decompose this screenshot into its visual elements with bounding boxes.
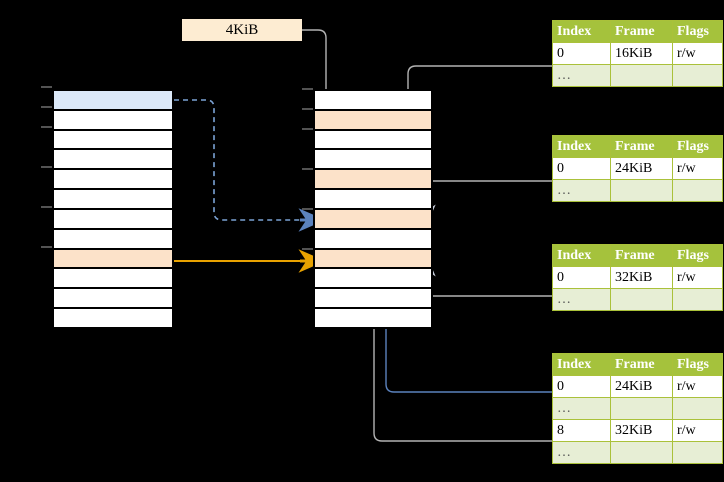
column-header-index: Index bbox=[552, 20, 611, 43]
table-ellipsis-row: … bbox=[552, 441, 723, 464]
cell-frame: 24KiB bbox=[610, 157, 673, 180]
cell-frame: 32KiB bbox=[610, 419, 673, 442]
connector-virtual-to-physical-dashed bbox=[174, 99, 326, 232]
virtual-page-row bbox=[53, 308, 173, 328]
cell-index: … bbox=[552, 397, 611, 420]
column-header-flags: Flags bbox=[672, 244, 723, 267]
cell-frame bbox=[610, 179, 673, 202]
column-header-index: Index bbox=[552, 135, 611, 158]
column-header-flags: Flags bbox=[672, 135, 723, 158]
virtual-page-row bbox=[53, 228, 173, 249]
virtual-page-row bbox=[53, 169, 173, 190]
physical-frame-row bbox=[314, 109, 432, 130]
cell-index: 0 bbox=[552, 157, 611, 180]
virtual-column-ticks bbox=[41, 86, 52, 248]
cell-flags bbox=[672, 64, 723, 87]
cell-index: … bbox=[552, 288, 611, 311]
physical-frame-row bbox=[314, 129, 432, 150]
physical-frame-row bbox=[314, 228, 432, 249]
cell-flags bbox=[672, 397, 723, 420]
cell-frame bbox=[610, 64, 673, 87]
table-ellipsis-row: … bbox=[552, 179, 723, 202]
physical-frame-row bbox=[314, 149, 432, 170]
physical-frame-row bbox=[314, 189, 432, 209]
physical-frame-row bbox=[314, 268, 432, 289]
virtual-page-row bbox=[53, 189, 173, 209]
connector-table3-to-frame bbox=[412, 249, 553, 297]
column-header-frame: Frame bbox=[610, 244, 673, 267]
cell-flags bbox=[672, 179, 723, 202]
physical-memory-column bbox=[313, 89, 433, 329]
table-ellipsis-row: … bbox=[552, 288, 723, 311]
cell-flags bbox=[672, 288, 723, 311]
cell-index: 0 bbox=[552, 42, 611, 65]
cell-frame: 16KiB bbox=[610, 42, 673, 65]
column-header-flags: Flags bbox=[672, 20, 723, 43]
physical-frame-row bbox=[314, 288, 432, 309]
column-header-index: Index bbox=[552, 244, 611, 267]
cell-frame: 32KiB bbox=[610, 266, 673, 289]
physical-frame-row bbox=[314, 169, 432, 190]
cell-flags: r/w bbox=[672, 42, 723, 65]
cell-frame bbox=[610, 441, 673, 464]
cell-flags: r/w bbox=[672, 375, 723, 398]
cell-frame bbox=[610, 397, 673, 420]
virtual-page-row bbox=[53, 288, 173, 309]
column-header-frame: Frame bbox=[610, 135, 673, 158]
virtual-address-column bbox=[52, 89, 174, 329]
virtual-page-row bbox=[53, 129, 173, 150]
cell-flags bbox=[672, 441, 723, 464]
cell-index: … bbox=[552, 64, 611, 87]
virtual-page-row bbox=[53, 248, 173, 269]
cell-index: 0 bbox=[552, 375, 611, 398]
column-header-frame: Frame bbox=[610, 20, 673, 43]
cell-index: … bbox=[552, 441, 611, 464]
cell-index: … bbox=[552, 179, 611, 202]
cell-index: 8 bbox=[552, 419, 611, 442]
page-size-label-box: 4KiB bbox=[182, 19, 302, 41]
cell-flags: r/w bbox=[672, 266, 723, 289]
virtual-page-row bbox=[53, 268, 173, 289]
virtual-page-row bbox=[53, 149, 173, 170]
physical-column-ticks bbox=[302, 88, 313, 250]
physical-frame-row bbox=[314, 208, 432, 229]
table-ellipsis-row: … bbox=[552, 64, 723, 87]
cell-frame: 24KiB bbox=[610, 375, 673, 398]
cell-frame bbox=[610, 288, 673, 311]
column-header-frame: Frame bbox=[610, 353, 673, 376]
cell-flags: r/w bbox=[672, 419, 723, 442]
cell-flags: r/w bbox=[672, 157, 723, 180]
physical-frame-row bbox=[314, 248, 432, 269]
virtual-page-row bbox=[53, 90, 173, 110]
virtual-page-row bbox=[53, 109, 173, 130]
cell-index: 0 bbox=[552, 266, 611, 289]
virtual-page-row bbox=[53, 208, 173, 229]
connector-table2-to-frame bbox=[412, 180, 553, 232]
physical-frame-row bbox=[314, 90, 432, 110]
column-header-flags: Flags bbox=[672, 353, 723, 376]
table-ellipsis-row: … bbox=[552, 397, 723, 420]
column-header-index: Index bbox=[552, 353, 611, 376]
physical-frame-row bbox=[314, 308, 432, 328]
